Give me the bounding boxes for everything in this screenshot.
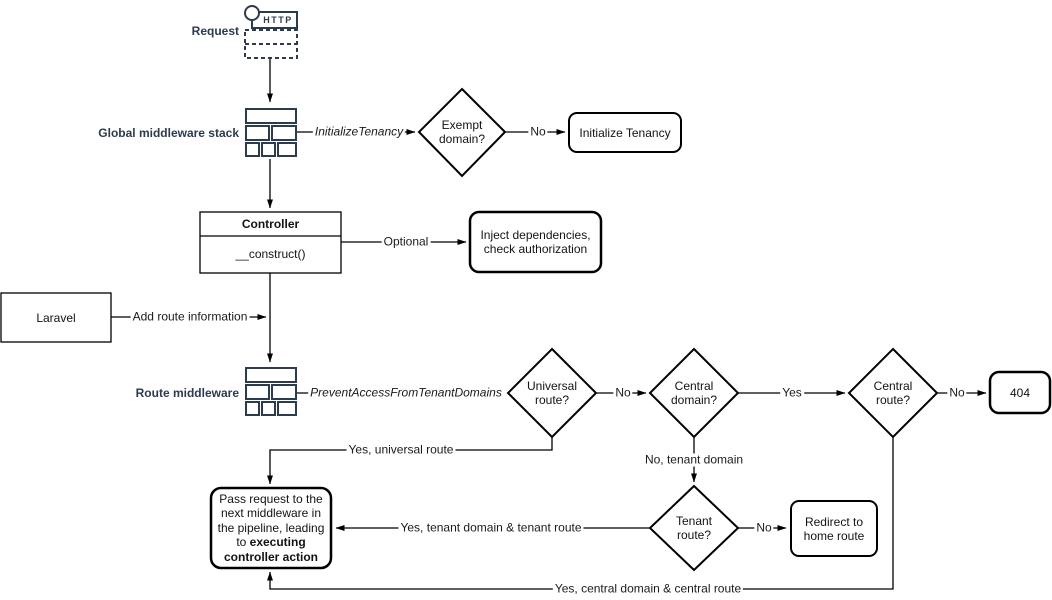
tenant-route-diamond [648,484,740,572]
laravel-label: Laravel [36,310,76,325]
central-domain-diamond [648,347,740,439]
request-section-label: Request [191,24,239,38]
central-route-diamond [847,347,939,439]
route-middleware-section-label: Route middleware [135,386,239,400]
edge-label-yes-central-route: Yes, central domain & central route [552,581,744,596]
laravel-box [0,292,112,343]
edge-label-universal-no: No [613,385,633,400]
controller-box [199,211,342,274]
universal-route-diamond [506,347,598,439]
404-box [988,370,1052,415]
inject-dependencies-label: Inject dependencies,check authorization [480,228,591,256]
http-request-icon [244,5,298,59]
edge-label-central-route-no: No [947,385,967,400]
controller-title: Controller [241,217,300,231]
edge-label-yes-universal-route: Yes, universal route [346,442,456,457]
edge-label-exempt-no: No [528,124,548,139]
edge-label-tenant-no: No [754,520,774,535]
edge-label-initialize-tenancy: InitializeTenancy [312,124,406,139]
http-icon-label: HTTP [263,14,293,25]
inject-dependencies-box [468,210,603,274]
exempt-domain-diamond [417,87,507,178]
edge-label-add-route-information: Add route information [130,309,250,324]
initialize-tenancy-label: Initialize Tenancy [579,125,671,140]
initialize-tenancy-box [568,112,682,153]
edge-label-no-tenant-domain: No, tenant domain [642,452,746,467]
edge-label-yes-tenant-route: Yes, tenant domain & tenant route [398,520,584,535]
global-middleware-section-label: Global middleware stack [98,126,239,140]
edge-label-central-domain-yes: Yes [780,385,804,400]
route-middleware-stack-icon [245,367,297,416]
controller-member: __construct() [235,247,306,261]
404-label: 404 [1009,385,1031,400]
redirect-home-box [790,500,878,557]
http-circle [244,5,260,21]
pass-request-label: Pass request to the next middleware in t… [217,491,325,564]
pass-request-box [209,486,333,570]
global-middleware-stack-icon [245,108,297,157]
edge-label-optional: Optional [381,234,431,249]
edge-label-prevent-access: PreventAccessFromTenantDomains [308,385,504,400]
